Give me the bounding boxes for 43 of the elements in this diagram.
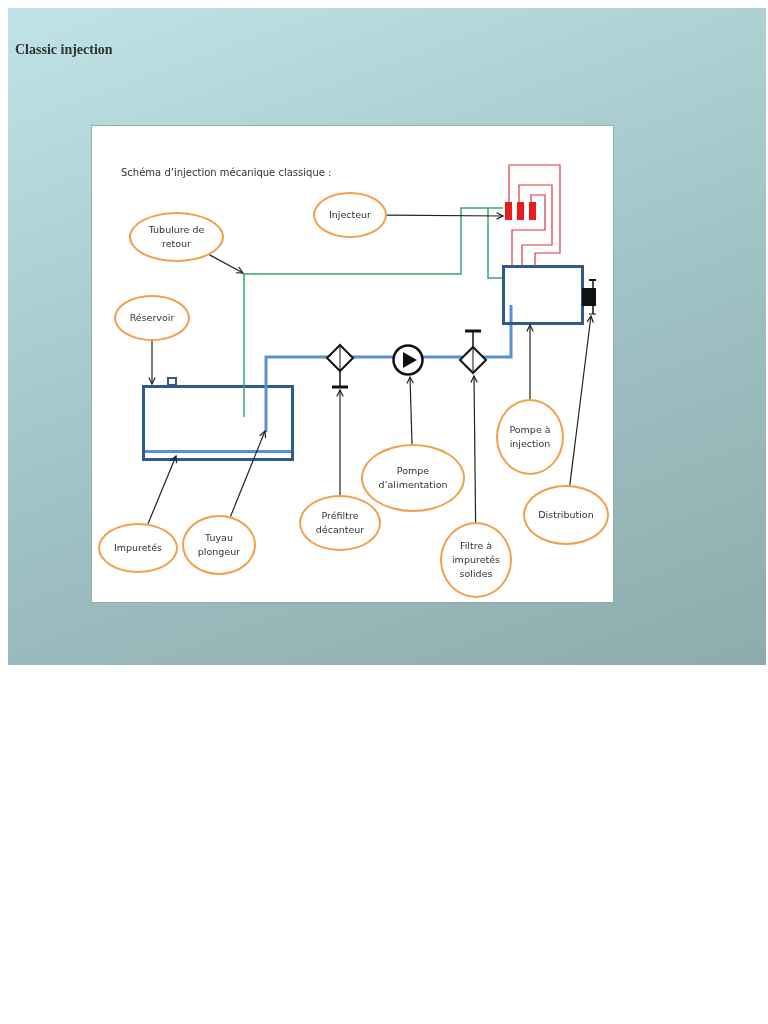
callout-label: Pompe à injection (508, 423, 552, 451)
callout-ellipse (523, 485, 609, 545)
callout-ellipse (98, 523, 178, 573)
leader-line (229, 430, 267, 518)
injection-line (508, 164, 561, 267)
callout-ellipse (299, 495, 381, 551)
callout-ellipse (129, 212, 224, 262)
leader-line (569, 315, 594, 486)
distribution-block (582, 279, 596, 315)
filter-symbol (326, 343, 354, 389)
diagram-heading: Schéma d’injection mécanique classique : (121, 167, 332, 178)
leader-line (209, 254, 244, 274)
leader-line (148, 340, 156, 385)
leader-line (526, 324, 534, 400)
callout-label: Pompe d’alimentation (377, 464, 449, 492)
leader-line (406, 376, 414, 445)
callout-label: Impuretés (113, 541, 163, 555)
callout-label: Tuyau plongeur (196, 531, 242, 559)
fuel-tank (142, 377, 294, 461)
callout-label: Réservoir (129, 311, 175, 325)
leader-line (147, 455, 178, 525)
injection-line (518, 184, 553, 267)
callout-label: Injecteur (329, 208, 371, 222)
leader-line (386, 212, 504, 220)
callout-ellipse (440, 522, 512, 598)
page-title: Classic injection (15, 42, 113, 58)
injection-line (511, 194, 546, 267)
leader-line (470, 375, 478, 523)
callout-ellipse (496, 399, 564, 475)
callout-label: Filtre à impuretés solides (451, 539, 501, 581)
callout-ellipse (182, 515, 256, 575)
return-pipe (242, 206, 506, 419)
sediment-layer (145, 450, 291, 453)
callout-label: Tubulure de retour (147, 223, 206, 251)
callout-ellipse (361, 444, 465, 512)
callout-label: Distribution (538, 508, 594, 522)
leader-line (336, 389, 344, 496)
callout-ellipse (114, 295, 190, 341)
injection-pump-box (502, 265, 584, 325)
filter-symbol (459, 329, 487, 375)
callout-ellipse (313, 192, 387, 238)
callout-label: Préfiltre décanteur (314, 509, 366, 537)
injector-drawing (505, 202, 536, 220)
